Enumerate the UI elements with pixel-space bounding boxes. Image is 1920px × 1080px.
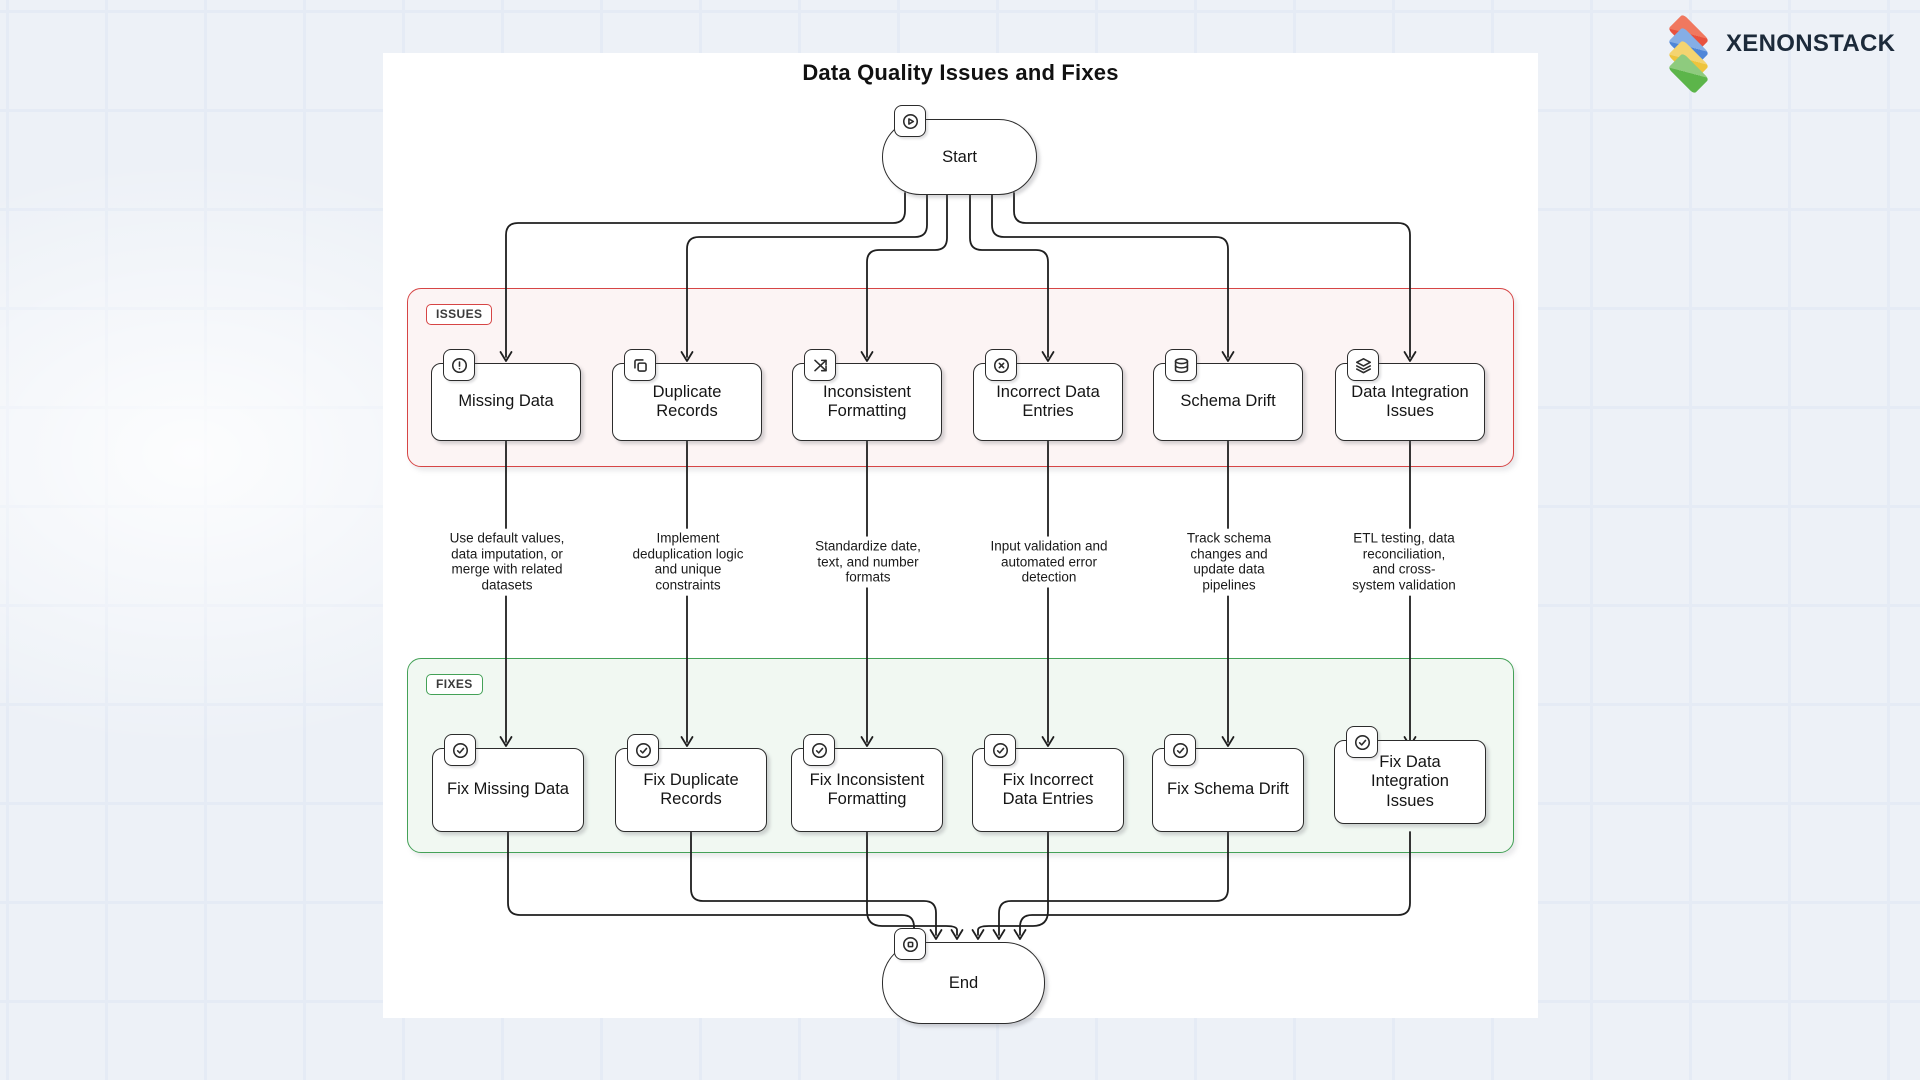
fix-label: Fix Data Integration Issues <box>1371 752 1449 810</box>
edge-label-remedy: ETL testing, data reconciliation, and cr… <box>1352 528 1456 596</box>
fix-node-inconsistent-formatting: Fix Inconsistent Formatting <box>791 734 943 832</box>
check-circle-icon <box>803 734 835 766</box>
edge-label-remedy: Implement deduplication logic and unique… <box>629 528 747 596</box>
x-circle-icon <box>985 349 1017 381</box>
alert-circle-icon <box>443 349 475 381</box>
check-circle-icon <box>984 734 1016 766</box>
issue-label: Schema Drift <box>1180 392 1276 411</box>
check-circle-icon <box>1164 734 1196 766</box>
layers-icon <box>1347 349 1379 381</box>
check-circle-icon <box>627 734 659 766</box>
fix-node-missing-data: Fix Missing Data <box>432 734 584 832</box>
fix-label: Fix Incorrect Data Entries <box>1002 770 1094 808</box>
issues-section-label: ISSUES <box>426 304 493 326</box>
fix-node-data-integration-issues: Fix Data Integration Issues <box>1334 726 1486 824</box>
edge-label-remedy: Track schema changes and update data pip… <box>1170 528 1288 596</box>
shuffle-icon <box>804 349 836 381</box>
issue-node-missing-data: Missing Data <box>431 349 581 441</box>
play-circle-icon <box>894 105 926 137</box>
fix-node-schema-drift: Fix Schema Drift <box>1152 734 1304 832</box>
start-label: Start <box>942 147 977 166</box>
fix-label: Fix Schema Drift <box>1167 780 1289 799</box>
brand-logo[interactable]: XENONSTACK <box>1664 10 1904 95</box>
issue-node-data-integration-issues: Data Integration Issues <box>1335 349 1485 441</box>
issue-label: Incorrect Data Entries <box>996 382 1100 420</box>
fixes-section: FIXES <box>407 658 1514 853</box>
check-circle-icon <box>1346 726 1378 758</box>
edge-label-remedy: Standardize date, text, and number forma… <box>809 536 927 588</box>
issue-node-inconsistent-formatting: Inconsistent Formatting <box>792 349 942 441</box>
diagram-canvas <box>383 53 1538 1018</box>
check-circle-icon <box>444 734 476 766</box>
copy-icon <box>624 349 656 381</box>
fix-label: Fix Duplicate Records <box>643 770 739 808</box>
fix-node-duplicate-records: Fix Duplicate Records <box>615 734 767 832</box>
stop-circle-icon <box>894 928 926 960</box>
end-label: End <box>948 973 979 992</box>
database-icon <box>1165 349 1197 381</box>
issue-node-incorrect-data-entries: Incorrect Data Entries <box>973 349 1123 441</box>
brand-name: XENONSTACK <box>1726 30 1896 57</box>
fixes-section-label: FIXES <box>426 674 483 696</box>
fix-label: Fix Inconsistent Formatting <box>809 770 925 808</box>
fix-label: Fix Missing Data <box>447 780 569 799</box>
issue-label: Missing Data <box>458 392 554 411</box>
issue-node-duplicate-records: Duplicate Records <box>612 349 762 441</box>
start-node: Start <box>882 105 1037 195</box>
issue-label: Inconsistent Formatting <box>822 382 912 420</box>
issue-label: Data Integration Issues <box>1351 382 1469 420</box>
issue-label: Duplicate Records <box>652 382 722 420</box>
fix-node-incorrect-data-entries: Fix Incorrect Data Entries <box>972 734 1124 832</box>
end-node: End <box>882 928 1045 1024</box>
issue-node-schema-drift: Schema Drift <box>1153 349 1303 441</box>
diagram-title: Data Quality Issues and Fixes <box>802 60 1119 85</box>
edge-label-remedy: Input validation and automated error det… <box>990 536 1108 588</box>
edge-label-remedy: Use default values, data imputation, or … <box>448 528 566 596</box>
issues-section: ISSUES <box>407 288 1514 467</box>
